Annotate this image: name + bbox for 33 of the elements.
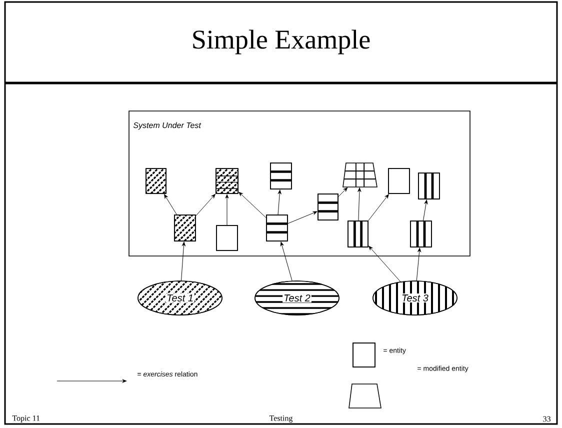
arrow [422, 200, 428, 221]
entity-box [216, 168, 238, 194]
slide-title: Simple Example [193, 30, 370, 54]
arrow [164, 194, 177, 215]
arrow [196, 194, 216, 216]
entity-box [410, 220, 432, 248]
footer-text: Topic 11 [12, 415, 40, 422]
arrow [278, 190, 282, 215]
arrow [280, 242, 292, 281]
entity-box [146, 168, 166, 194]
entity-box [216, 225, 238, 251]
entity-box [388, 168, 410, 194]
arrow [181, 242, 186, 281]
entity-box [348, 220, 368, 248]
modified-entity-trapezoid [348, 384, 382, 408]
arrow [338, 187, 348, 197]
footer-text: 33 [543, 416, 550, 422]
arrow [416, 248, 422, 281]
arrow [368, 194, 389, 221]
entity-box [174, 214, 196, 242]
entity-box [266, 214, 288, 242]
arrow [225, 194, 229, 226]
arrow [368, 246, 401, 282]
entity-box [318, 194, 338, 220]
system-box: System Under Test [128, 110, 470, 256]
entity-box [352, 342, 376, 368]
modified-entity-trapezoid [342, 162, 378, 188]
entity-box [270, 162, 292, 190]
footer-text: Testing [269, 415, 293, 422]
arrow [358, 188, 362, 221]
entity-box [418, 172, 440, 200]
arrow [288, 211, 318, 224]
arrow [238, 192, 266, 218]
